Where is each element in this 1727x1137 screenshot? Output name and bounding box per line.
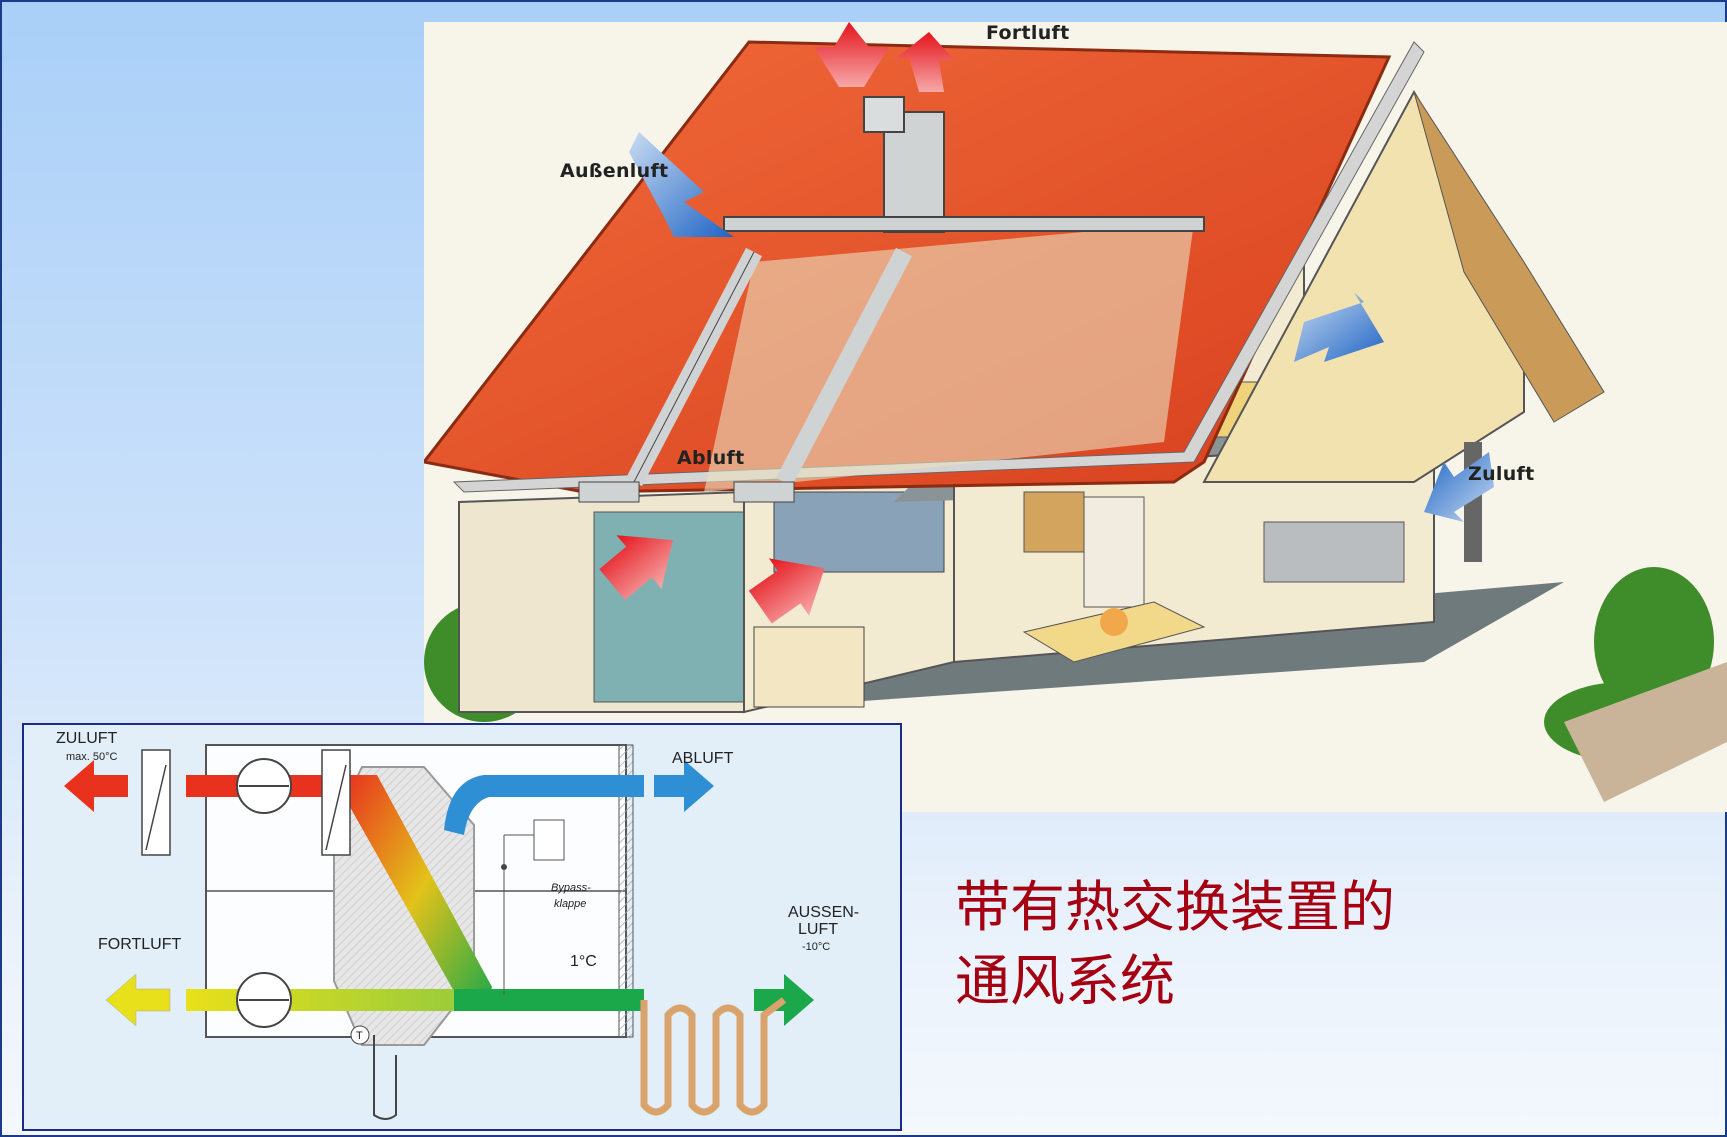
abluft-arrow-kitchen [748, 558, 825, 624]
heat-exchanger-schematic: ZULUFT max. 50°C ABLUFT FORTLUFT AUSSEN-… [22, 723, 902, 1131]
abluft-arrow [654, 760, 714, 812]
fortluft-arrow-left [814, 22, 889, 87]
schematic-temp-1c: 1°C [570, 953, 597, 970]
aussenluft-arrow [629, 132, 734, 237]
schematic-aussenluft-line1: AUSSEN- [788, 904, 860, 921]
schematic-bypass-line2: klappe [554, 898, 587, 910]
schematic-bypass-line1: Bypass- [551, 882, 591, 894]
caption-line2: 通风系统 [955, 949, 1176, 1013]
label-zuluft: Zuluft [1468, 463, 1535, 485]
schematic-sensor-label: T [356, 1030, 363, 1042]
zuluft-arrow [64, 760, 128, 812]
schematic-zuluft-label: ZULUFT [56, 730, 118, 747]
label-aussenluft: Außenluft [560, 160, 669, 182]
house-drawing [424, 22, 1727, 812]
abluft-arrow-bath [599, 535, 673, 600]
schematic-aussenluft-line2: LUFT [798, 921, 838, 938]
fortluft-arrow [105, 973, 171, 1027]
fortluft-arrow-right [894, 32, 954, 92]
zuluft-arrow-upper [1294, 292, 1384, 362]
schematic-aussenluft-temp: -10°C [802, 941, 831, 953]
label-abluft: Abluft [677, 447, 745, 469]
schematic-drawing [64, 744, 814, 1120]
label-fortluft: Fortluft [986, 22, 1070, 44]
zuluft-arrow-lower [1424, 452, 1494, 522]
schematic-zuluft-temp: max. 50°C [66, 751, 118, 763]
schematic-fortluft-label: FORTLUFT [98, 936, 182, 953]
caption: 带有热交换装置的 通风系统 [955, 870, 1395, 1018]
house-illustration: Fortluft Außenluft Abluft Zuluft [424, 22, 1727, 812]
caption-line1: 带有热交换装置的 [955, 875, 1396, 939]
schematic-abluft-label: ABLUFT [672, 750, 734, 767]
